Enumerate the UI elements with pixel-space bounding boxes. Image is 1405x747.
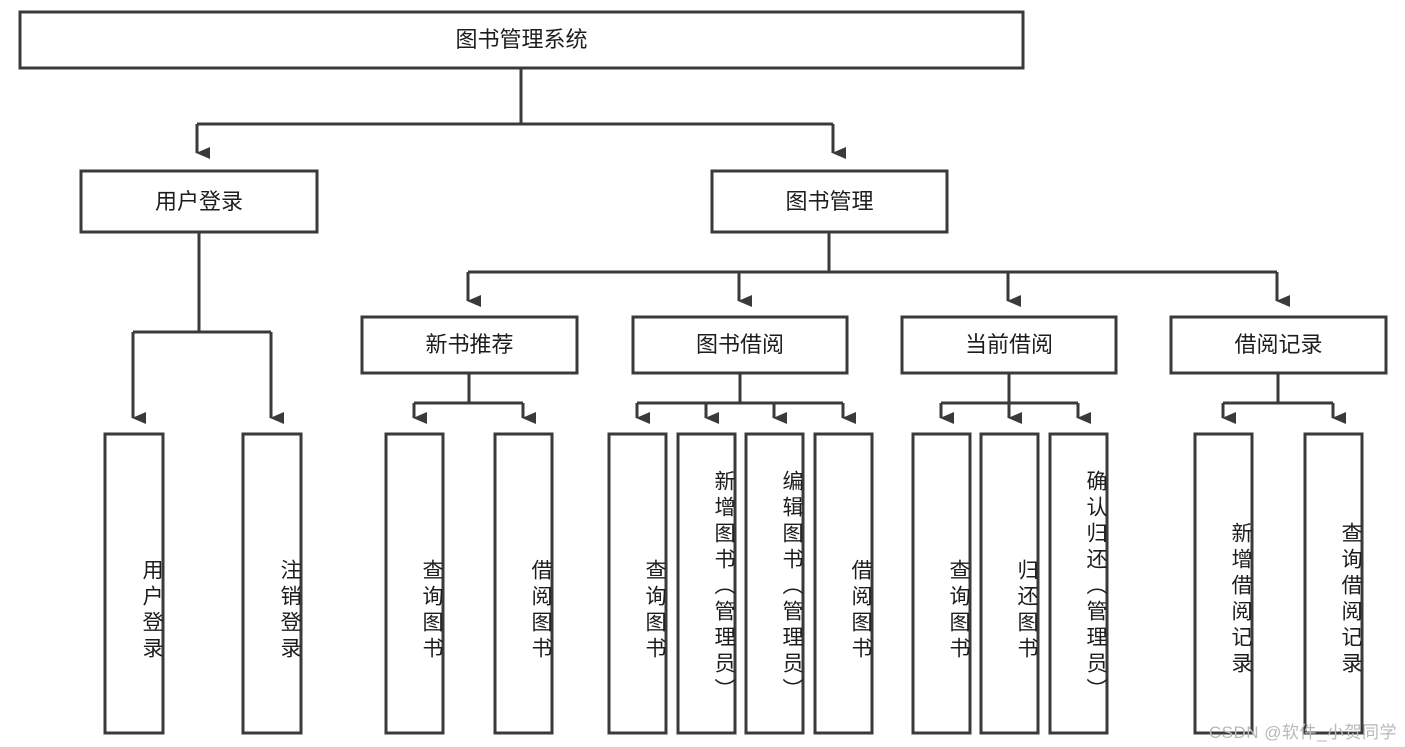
node-box-leaf-add-record[interactable] — [1193, 432, 1254, 735]
node-box-new-book-rec[interactable] — [360, 315, 579, 375]
node-box-leaf-query-book-3[interactable] — [911, 432, 972, 735]
node-box-borrow-record[interactable] — [1169, 315, 1388, 375]
node-box-book-manage[interactable] — [710, 169, 949, 234]
node-box-current-borrow[interactable] — [900, 315, 1118, 375]
node-box-leaf-logout-login[interactable] — [241, 432, 303, 735]
node-box-leaf-query-book-1[interactable] — [384, 432, 445, 735]
node-box-leaf-return-book[interactable] — [979, 432, 1040, 735]
node-box-leaf-add-book[interactable] — [676, 432, 737, 735]
node-box-leaf-user-login[interactable] — [103, 432, 165, 735]
node-box-leaf-confirm-return[interactable] — [1048, 432, 1109, 735]
node-box-leaf-edit-book[interactable] — [744, 432, 805, 735]
node-box-leaf-borrow-book-2[interactable] — [813, 432, 874, 735]
node-box-user-login[interactable] — [79, 169, 319, 234]
node-box-leaf-query-book-2[interactable] — [607, 432, 668, 735]
node-box-leaf-borrow-book-1[interactable] — [493, 432, 554, 735]
node-box-book-borrow[interactable] — [631, 315, 849, 375]
node-box-root[interactable] — [18, 10, 1025, 70]
node-box-leaf-query-record[interactable] — [1303, 432, 1364, 735]
